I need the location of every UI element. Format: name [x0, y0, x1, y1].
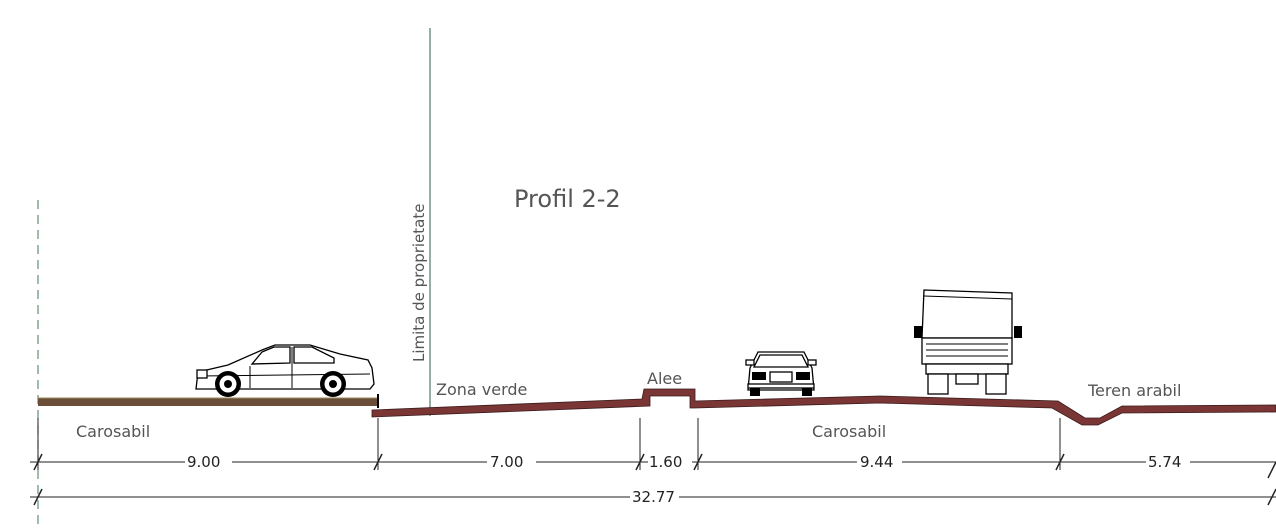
car-front-icon [745, 351, 817, 396]
zone-label-carosabil-left: Carosabil [76, 422, 150, 441]
left-road-surface [38, 398, 378, 406]
dimension-5-74: 5.74 [1148, 453, 1181, 471]
zone-label-carosabil-right: Carosabil [812, 422, 886, 441]
terrain-profile [371, 388, 1276, 426]
dimension-1-60: 1.60 [649, 453, 682, 471]
zone-label-zona-verde: Zona verde [436, 380, 527, 399]
truck-front-icon [914, 289, 1022, 395]
dimension-total: 32.77 [632, 488, 675, 506]
zone-label-teren-arabil: Teren arabil [1087, 381, 1181, 400]
property-limit-label: Limita de proprietate [410, 204, 428, 362]
dimension-9-44: 9.44 [860, 453, 893, 471]
dimension-row-total [30, 488, 1276, 506]
dimension-row-partial [30, 418, 1276, 479]
zone-label-alee: Alee [647, 369, 682, 388]
dimension-9-00: 9.00 [187, 453, 220, 471]
sedan-side-icon [195, 344, 375, 397]
profile-title: Profil 2-2 [514, 185, 621, 213]
dimension-7-00: 7.00 [490, 453, 523, 471]
